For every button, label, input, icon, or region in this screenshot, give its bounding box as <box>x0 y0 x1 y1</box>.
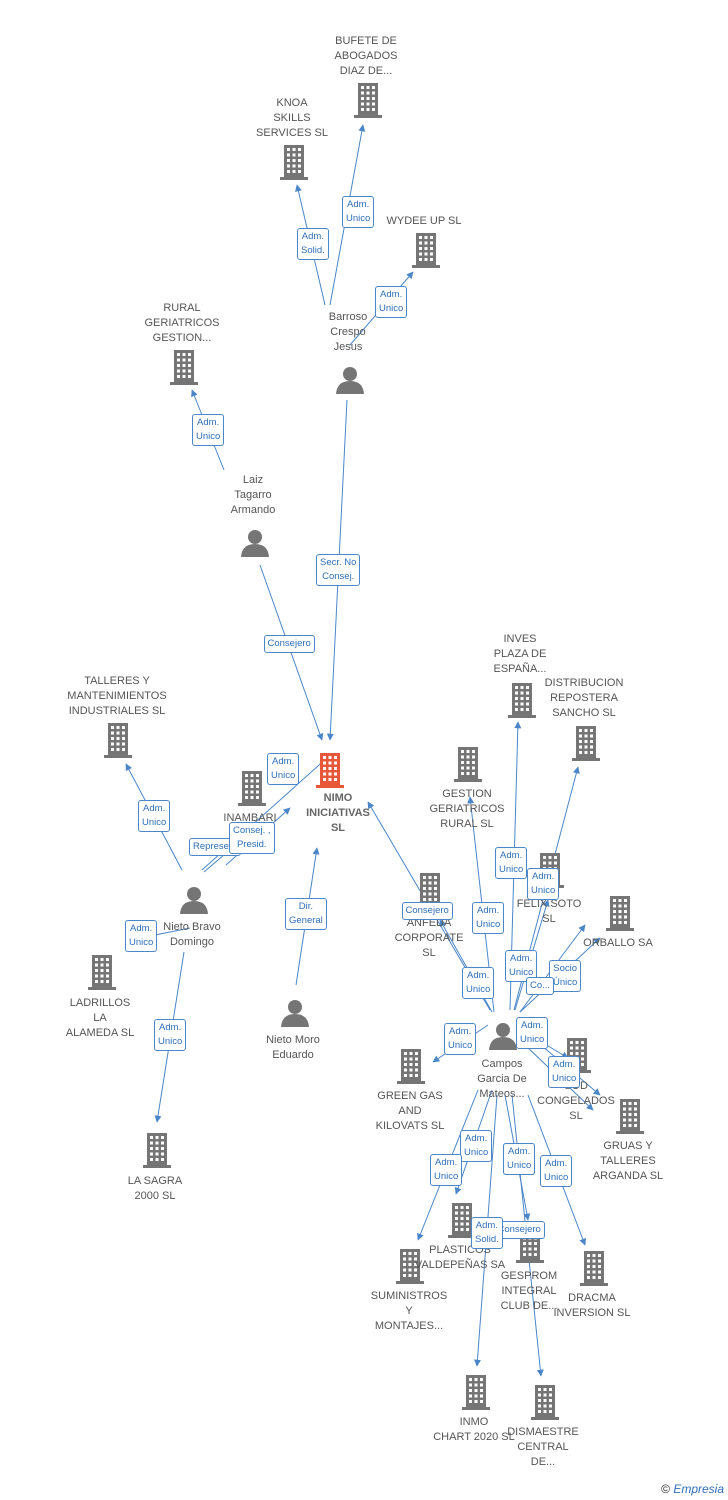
node-label-bufete[interactable]: BUFETE DE ABOGADOS DIAZ DE... <box>334 35 398 77</box>
person-icon[interactable] <box>489 1023 517 1050</box>
node-label-knoa[interactable]: KNOA SKILLS SERVICES SL <box>256 97 328 139</box>
node-label-dracma[interactable]: DRACMA INVERSION SL <box>553 1292 631 1319</box>
edge-label[interactable]: Adm. Unico <box>138 800 171 832</box>
company-building-icon[interactable] <box>580 1251 608 1286</box>
company-building-icon[interactable] <box>238 771 266 806</box>
node-label-inmo[interactable]: INMO CHART 2020 SL <box>433 1416 515 1443</box>
company-building-icon[interactable] <box>354 83 382 118</box>
node-label-dismaestre[interactable]: DISMAESTRE CENTRAL DE... <box>507 1426 579 1468</box>
edge-label[interactable]: Adm. Unico <box>505 950 538 982</box>
node-label-gruas[interactable]: GRUAS Y TALLERES ARGANDA SL <box>592 1140 664 1182</box>
edge-label[interactable]: Adm. Unico <box>125 920 158 952</box>
company-building-icon[interactable] <box>508 683 536 718</box>
edge-label[interactable]: Secr. No Consej. <box>316 554 361 586</box>
node-label-rural[interactable]: RURAL GERIATRICOS GESTION... <box>144 302 220 344</box>
company-building-icon[interactable] <box>170 350 198 385</box>
copyright-symbol: © <box>661 1482 670 1496</box>
edge-label[interactable]: Adm. Unico <box>495 847 528 879</box>
company-building-icon[interactable] <box>143 1133 171 1168</box>
company-building-icon[interactable] <box>396 1249 424 1284</box>
node-label-talleres[interactable]: TALLERES Y MANTENIMIENTOS INDUSTRIALES S… <box>67 675 167 717</box>
company-building-icon[interactable] <box>454 747 482 782</box>
edge-label[interactable]: Adm. Unico <box>472 902 505 934</box>
node-label-greengas[interactable]: GREEN GAS AND KILOVATS SL <box>375 1090 445 1132</box>
company-building-icon[interactable] <box>280 145 308 180</box>
node-label-orballo[interactable]: ORBALLO SA <box>583 937 653 949</box>
edge-label[interactable]: Adm. Unico <box>375 286 408 318</box>
node-label-distribucion[interactable]: DISTRIBUCION REPOSTERA SANCHO SL <box>544 677 624 719</box>
edge-label[interactable]: Adm. Unico <box>548 1056 581 1088</box>
edge-label[interactable]: Dir. General <box>285 898 327 930</box>
edge-label[interactable]: Adm. Unico <box>342 196 375 228</box>
company-building-icon[interactable] <box>88 955 116 990</box>
node-label-lasagra[interactable]: LA SAGRA 2000 SL <box>127 1175 183 1202</box>
node-label-inambari[interactable]: INAMBARI <box>223 812 277 824</box>
edge-label[interactable]: Adm. Unico <box>462 967 495 999</box>
edge-label[interactable]: Consejero <box>401 902 453 920</box>
edge-label[interactable]: Consej. , Presid. <box>229 822 275 854</box>
edge-label[interactable]: Adm. Unico <box>154 1019 187 1051</box>
company-building-icon[interactable] <box>104 723 132 758</box>
node-label-ladrillos[interactable]: LADRILLOS LA ALAMEDA SL <box>65 997 135 1039</box>
node-label-felixsoto[interactable]: FELIX SOTO SL <box>516 898 582 925</box>
node-label-nietomoro[interactable]: Nieto Moro Eduardo <box>266 1034 320 1061</box>
company-building-icon[interactable] <box>412 233 440 268</box>
person-icon[interactable] <box>241 530 269 557</box>
node-label-gesprom[interactable]: GESPROM INTEGRAL CLUB DE... <box>500 1270 558 1312</box>
node-label-barroso[interactable]: Barroso Crespo Jesus <box>328 311 368 353</box>
edge-label[interactable]: Adm. Unico <box>527 868 560 900</box>
icons-layer <box>88 83 644 1420</box>
company-building-icon[interactable] <box>397 1049 425 1084</box>
node-label-nimo[interactable]: NIMO INICIATIVAS SL <box>306 792 370 834</box>
person-icon[interactable] <box>180 887 208 914</box>
edge-label[interactable]: Adm. Unico <box>516 1017 549 1049</box>
edge-label[interactable]: Adm. Solid. <box>297 228 329 260</box>
node-label-gestion[interactable]: GESTION GERIATRICOS RURAL SL <box>429 788 505 830</box>
edge-label[interactable]: Adm. Unico <box>267 753 300 785</box>
node-label-nietobravo[interactable]: Nieto Bravo Domingo <box>163 921 221 948</box>
edge-label[interactable]: Socio Único <box>549 960 582 992</box>
company-building-icon[interactable] <box>448 1203 476 1238</box>
edge-label[interactable]: Adm. Unico <box>540 1155 573 1187</box>
company-building-icon[interactable] <box>531 1385 559 1420</box>
node-label-wydee[interactable]: WYDEE UP SL <box>386 215 462 227</box>
company-building-icon[interactable] <box>572 726 600 761</box>
node-label-campos[interactable]: Campos Garcia De Mateos... <box>477 1058 527 1100</box>
edge-label[interactable]: Adm. Unico <box>192 414 225 446</box>
brand-name: Empresia <box>673 1482 724 1496</box>
edge-label[interactable]: Adm. Unico <box>503 1143 536 1175</box>
person-icon[interactable] <box>336 367 364 394</box>
center-company-building-icon[interactable] <box>316 753 344 788</box>
company-building-icon[interactable] <box>606 896 634 931</box>
person-icon[interactable] <box>281 1000 309 1027</box>
node-label-inves[interactable]: INVES PLAZA DE ESPAÑA... <box>493 633 547 675</box>
company-building-icon[interactable] <box>462 1375 490 1410</box>
node-label-suministros[interactable]: SUMINISTROS Y MONTAJES... <box>370 1290 448 1332</box>
company-building-icon[interactable] <box>616 1099 644 1134</box>
footer-brand[interactable]: © Empresia <box>661 1482 724 1496</box>
edge-label[interactable]: Adm. Unico <box>444 1023 477 1055</box>
edge-label[interactable]: Adm. Unico <box>460 1130 493 1162</box>
node-label-laiz[interactable]: Laiz Tagarro Armando <box>230 474 276 516</box>
node-label-anfeda[interactable]: ANFEDA CORPORATE SL <box>394 917 464 959</box>
edge-label[interactable]: Consejero <box>263 635 315 653</box>
edge-label[interactable]: Adm. Solid. <box>471 1217 503 1249</box>
edge-label[interactable]: Adm. Unico <box>430 1154 463 1186</box>
edge-label[interactable]: Co... <box>526 977 555 995</box>
